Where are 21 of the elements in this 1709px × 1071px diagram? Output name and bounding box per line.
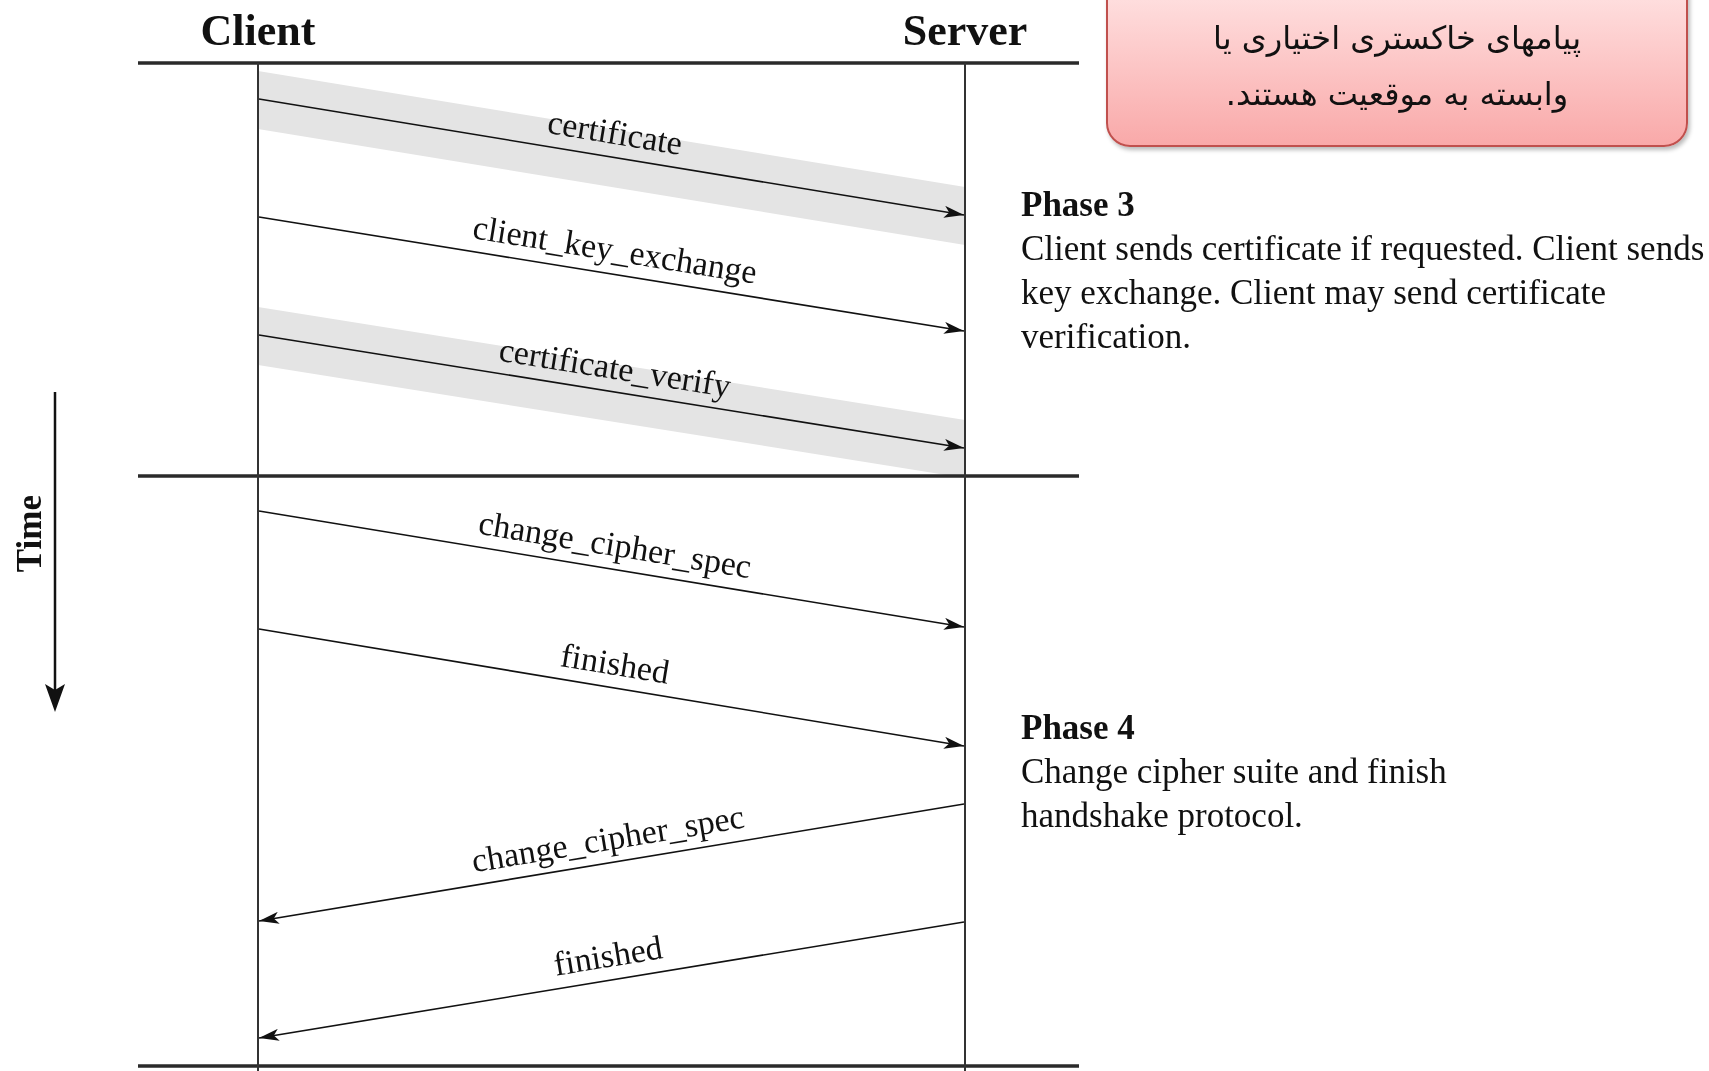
lifeline [964, 63, 966, 1071]
message-arrow [258, 510, 965, 630]
lifeline-header: Server [902, 8, 1028, 54]
edge-label: finished [558, 637, 673, 691]
message-arrow [258, 803, 965, 924]
axis-label: Time [12, 495, 48, 573]
phase-heading: Phase 3 [1021, 184, 1135, 226]
message-arrow [258, 334, 965, 451]
lifeline [257, 63, 259, 1071]
phase-description: Client sends certificate if requested. Client sends key exchange. Client may send certificate verification. [1021, 228, 1706, 358]
lifeline-header: Client [200, 8, 316, 54]
edge-label: finished [550, 929, 665, 983]
note-box: پیامهای خاکستری اختیاری یا وابسته به موقعیت هستند. [1106, 0, 1688, 147]
phase-heading: Phase 4 [1021, 707, 1135, 749]
message-arrow [258, 98, 965, 218]
phase-description: Change cipher suite and finish handshake protocol. [1021, 751, 1448, 837]
message-arrow [258, 628, 965, 749]
message-arrow [258, 216, 965, 334]
edge-label: certificate_verify [496, 331, 734, 405]
message-arrow [258, 921, 965, 1041]
edge-label: certificate [545, 104, 686, 163]
